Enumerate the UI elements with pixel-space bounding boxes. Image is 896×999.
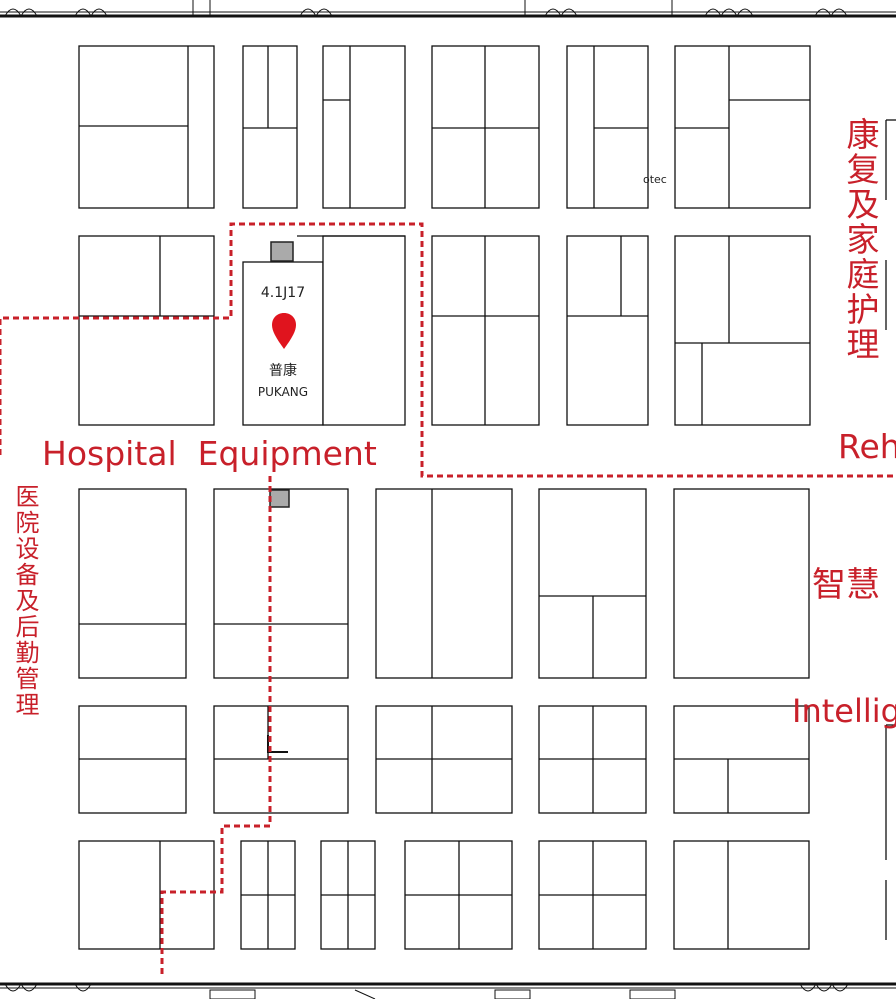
zone-label-hospital-en: Hospital Equipment <box>42 434 377 473</box>
zone-label-hospital-cn: 医院设备及后勤管理 <box>11 484 39 718</box>
booth-name-en: PUKANG <box>257 385 309 399</box>
grey-markers <box>269 241 294 508</box>
location-pin-icon <box>272 313 296 349</box>
route-line <box>0 222 896 978</box>
booth-blocks <box>78 45 811 950</box>
booth-number: 4.1J17 <box>260 285 306 301</box>
hall-walls <box>0 14 896 986</box>
zone-label-rehab-en: Reh <box>838 427 896 466</box>
corner-mark <box>267 735 288 753</box>
booth-name-cn: 普康 <box>269 363 297 379</box>
zone-label-rehab-cn: 康复及家庭护理 <box>841 117 880 362</box>
right-edge-blocks <box>885 119 896 940</box>
zone-label-smart-en: Intellig <box>792 692 896 730</box>
zone-label-smart-cn: 智慧 <box>812 565 880 605</box>
exhibitor-fragment: otec <box>643 173 667 186</box>
